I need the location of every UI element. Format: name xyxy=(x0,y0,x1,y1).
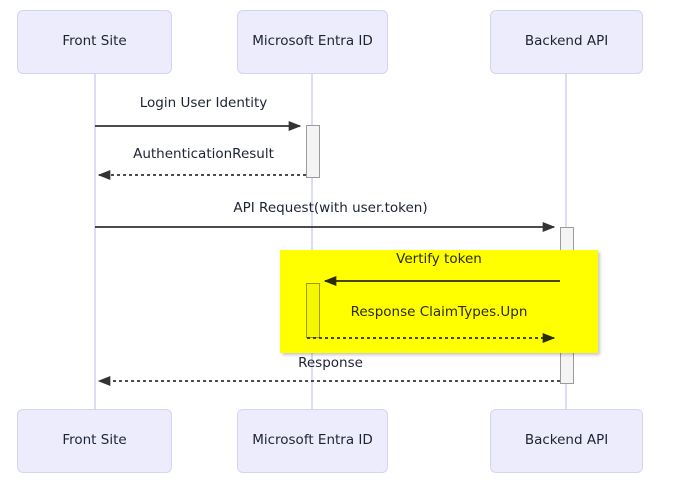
participant-header-front-site[interactable]: Front Site xyxy=(17,10,172,74)
message-label-login-user-identity: Login User Identity xyxy=(139,95,268,111)
participant-footer-label-backend-api: Backend API xyxy=(524,432,609,449)
lifeline-microsoft-entra-id xyxy=(311,74,313,411)
participant-label-microsoft-entra-id: Microsoft Entra ID xyxy=(252,33,373,50)
message-label-response-claimtypes-upn: Response ClaimTypes.Upn xyxy=(350,304,528,320)
participant-footer-microsoft-entra-id[interactable]: Microsoft Entra ID xyxy=(237,409,388,473)
participant-footer-label-front-site: Front Site xyxy=(62,432,127,449)
participant-footer-backend-api[interactable]: Backend API xyxy=(490,409,643,473)
message-label-api-request: API Request(with user.token) xyxy=(233,200,428,216)
message-label-vertify-token: Vertify token xyxy=(396,251,482,267)
participant-header-microsoft-entra-id[interactable]: Microsoft Entra ID xyxy=(237,10,388,74)
message-label-response: Response xyxy=(298,355,363,371)
activation-bar-microsoft-entra-id-login xyxy=(306,125,320,178)
participant-label-front-site: Front Site xyxy=(62,33,127,50)
message-label-authentication-result: AuthenticationResult xyxy=(133,146,274,162)
lifeline-front-site xyxy=(94,74,96,411)
participant-footer-label-microsoft-entra-id: Microsoft Entra ID xyxy=(252,432,373,449)
participant-label-backend-api: Backend API xyxy=(524,33,609,50)
participant-footer-front-site[interactable]: Front Site xyxy=(17,409,172,473)
participant-header-backend-api[interactable]: Backend API xyxy=(490,10,643,74)
